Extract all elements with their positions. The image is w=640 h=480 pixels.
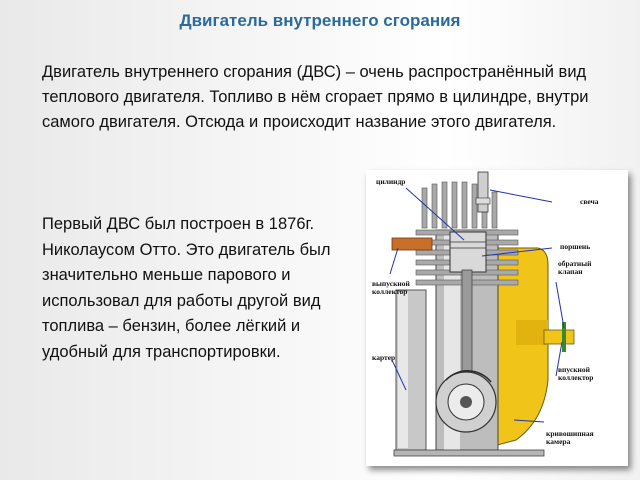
label-check-valve: обратный клапан [558,259,592,276]
engine-diagram: цилиндр свеча поршень выпускной коллекто… [366,170,628,466]
label-spark-plug: свеча [580,197,599,206]
label-exhaust-manifold: выпускной коллектор [372,279,410,296]
history-paragraph: Первый ДВС был построен в 1876г. Николау… [42,215,331,361]
label-intake-manifold: впускной коллектор [558,365,594,382]
label-crankcase: картер [372,353,396,362]
slide-title: Двигатель внутреннего сгорания [179,11,461,30]
label-cylinder: цилиндр [376,177,406,186]
intro-paragraph: Двигатель внутреннего сгорания (ДВС) – о… [42,63,589,131]
engine-illustration [389,171,575,457]
label-crank-chamber: кривошипная камера [546,429,594,446]
label-piston: поршень [560,242,591,251]
